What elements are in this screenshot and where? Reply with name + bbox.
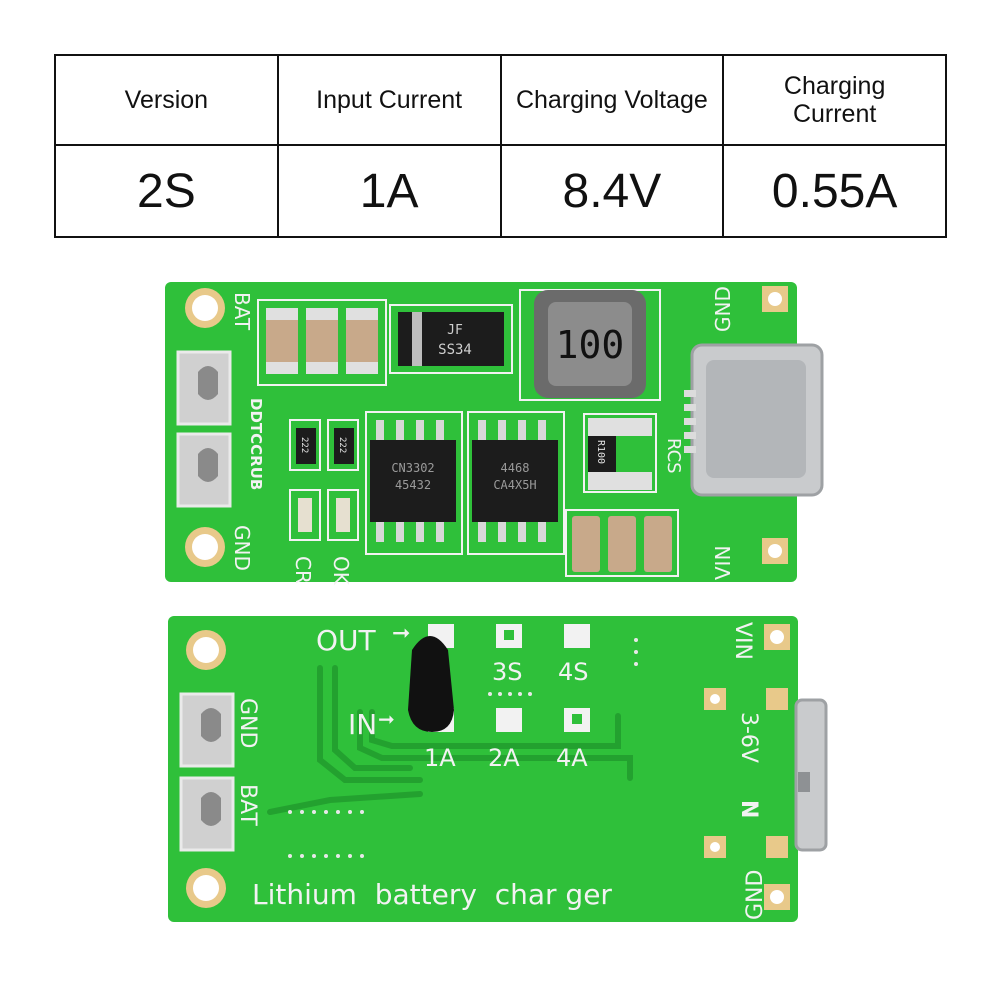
bottom-label-gnd: GND <box>235 698 260 748</box>
bottom-label-n: N <box>736 800 761 818</box>
spec-value-row: 2S 1A 8.4V 0.55A <box>54 144 947 238</box>
spec-header-row: Version Input Current Charging Voltage C… <box>54 54 947 146</box>
capacitor-2 <box>306 308 338 374</box>
bottom-label-voltage: 3-6V <box>736 712 761 763</box>
via-dots <box>288 638 638 858</box>
bottom-usb-c-edge <box>794 698 828 852</box>
chip-4468-line1: 4468 <box>501 461 530 475</box>
bottom-label-3s: 3S <box>492 658 523 686</box>
bottom-board: GND BAT OUT ➞ 3S 4S IN ➞ 1A 2A 4A Lithiu… <box>168 616 828 922</box>
cap-group-outline <box>257 299 387 386</box>
bottom-traces <box>267 665 633 815</box>
value-input-current: 1A <box>276 144 502 238</box>
usb-c-pins <box>684 390 696 453</box>
svg-text:➞: ➞ <box>378 707 395 731</box>
jumper-4s-pad <box>564 624 590 648</box>
chip-cn3302 <box>370 440 456 522</box>
chip-4468-pins <box>478 420 546 542</box>
jumper-2a-pad <box>496 708 522 732</box>
top-label-vin: VIN <box>711 545 735 580</box>
bottom-label-bat: BAT <box>235 784 260 826</box>
left-pad-top-slot <box>198 366 218 400</box>
bottom-label-1a: 1A <box>424 744 456 772</box>
resistor-222-b-marking: 222 <box>337 437 347 453</box>
bottom-label-product: Lithium battery char ger <box>252 878 612 911</box>
chip-4468-line2: CA4X5H <box>493 478 536 492</box>
value-charging-voltage: 8.4V <box>499 144 725 238</box>
bottom-pcb-body <box>168 616 798 922</box>
top-label-ok: OK <box>329 556 353 586</box>
resistor-222-a <box>296 428 316 464</box>
bottom-label-gnd-right: GND <box>743 870 768 920</box>
capacitor-6 <box>644 516 672 572</box>
diode-marking-2: SS34 <box>438 342 472 358</box>
solder-jumper-blob <box>408 636 454 732</box>
top-label-bat: BAT <box>230 292 254 331</box>
bottom-label-out: OUT <box>316 624 377 657</box>
chip-cn3302-line2: 45432 <box>395 478 431 492</box>
header-charging-current: Charging Current <box>722 54 947 146</box>
header-version: Version <box>54 54 279 146</box>
capacitor-4 <box>572 516 600 572</box>
capacitor-3 <box>346 308 378 374</box>
resistor-r100 <box>588 436 616 472</box>
resistor-222-b <box>334 428 354 464</box>
bottom-label-in: IN <box>348 708 377 741</box>
spec-table: Version Input Current Charging Voltage C… <box>54 54 947 238</box>
diode-outline <box>389 304 513 374</box>
value-charging-current: 0.55A <box>722 144 947 238</box>
bottom-label-vin: VIN <box>730 622 755 660</box>
bat-hole <box>192 295 218 321</box>
top-label-cr: CR <box>291 556 315 584</box>
chip-cn3302-line1: CN3302 <box>391 461 434 475</box>
top-label-model: DDTCCRUB <box>247 398 265 490</box>
top-label-gnd: GND <box>230 525 254 571</box>
value-version: 2S <box>54 144 279 238</box>
top-board: BAT GND DDTCCRUB JF SS34 100 222 222 <box>165 282 824 586</box>
bottom-label-2a: 2A <box>488 744 520 772</box>
bottom-label-4s: 4S <box>558 658 589 686</box>
top-label-rcs: RCS <box>663 438 684 474</box>
gnd-hole <box>192 534 218 560</box>
chip-4468 <box>472 440 558 522</box>
led-ok <box>336 498 350 532</box>
chip-cn3302-pins <box>376 420 444 542</box>
header-charging-voltage: Charging Voltage <box>499 54 725 146</box>
bottom-left-pad-bat <box>179 776 235 852</box>
top-label-gnd-right: GND <box>711 286 735 332</box>
led-cr <box>298 498 312 532</box>
header-input-current: Input Current <box>276 54 502 146</box>
resistor-222-a-marking: 222 <box>299 437 309 453</box>
capacitor-1 <box>266 308 298 374</box>
svg-text:➞: ➞ <box>392 621 410 646</box>
left-pad-bottom-slot <box>198 448 218 482</box>
capacitor-5 <box>608 516 636 572</box>
inductor-marking: 100 <box>556 323 625 367</box>
bottom-label-4a: 4A <box>556 744 588 772</box>
diode-marking-1: JF <box>447 323 463 338</box>
resistor-r100-marking: R100 <box>595 440 606 464</box>
